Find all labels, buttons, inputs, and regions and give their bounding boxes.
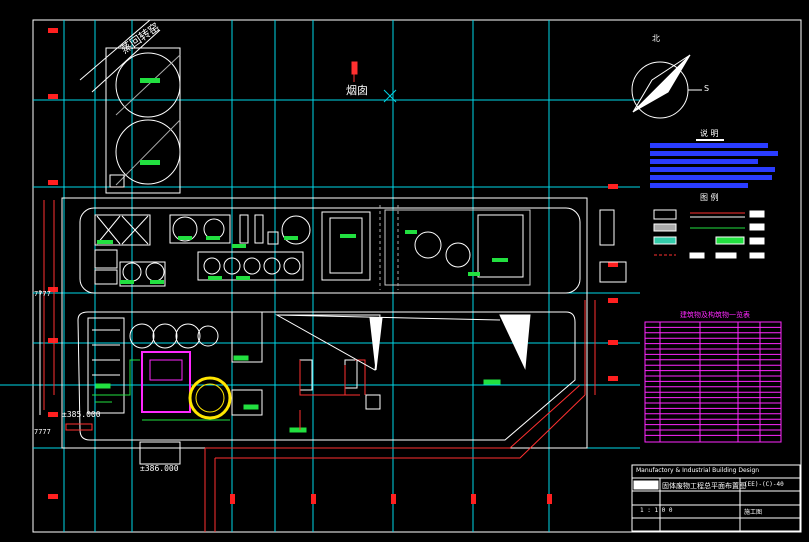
notes-title-underline [696,139,724,141]
axis-tag-bottom [547,494,552,504]
axis-tag-bottom [230,494,235,504]
title-block-header: Manufactory & Industrial Building Design [636,467,760,474]
axis-tag-right [608,262,618,267]
table-title: 建筑物及构筑物一览表 [680,311,750,319]
axis-tag-left [48,338,58,343]
process-area [87,311,381,465]
axis-tag-right [608,298,618,303]
inner-road-red [43,200,596,532]
tank-label-1 [140,78,160,83]
axis-tag-left [48,287,58,292]
east-label: S [704,84,710,93]
upper-green-tags [97,230,508,284]
dashed-lines [379,205,399,290]
plant-boundary [39,197,588,449]
legend-title: 图 例 [700,193,719,202]
axis-tag-left [48,494,58,499]
side-mark: 7777 [34,290,51,298]
yellow-tank [188,376,232,420]
rotary-kiln-building [105,47,181,194]
magenta-building [141,351,191,413]
axis-tags [48,28,618,504]
north-label: 北 [652,34,660,43]
axis-tag-right [608,376,618,381]
axis-tag-bottom [391,494,396,504]
kiln-access-road [79,19,161,93]
notes-title: 说 明 [700,129,719,138]
axis-tag-left [48,28,58,33]
axis-tag-right [608,340,618,345]
stockpile-wedges [275,314,531,371]
title-block [631,464,801,532]
process-green-lines [92,355,501,433]
building-table [644,321,782,443]
tank-label-2 [140,160,160,165]
drawing-frame [32,19,802,533]
phase-label: 施工图 [744,509,763,516]
axis-tag-bottom [311,494,316,504]
elevation-label-2: ±386.000 [140,464,179,473]
yellow-tank-inner [195,383,225,413]
scale-label: 1 : 1 0 0 [640,507,673,514]
axis-tag-left [48,412,58,417]
legend-block [653,209,765,259]
side-mark-2: 7777 [34,428,51,436]
north-arrow-icon [631,54,702,119]
red-pipes [65,359,366,431]
axis-tag-left [48,180,58,185]
project-name: 固体废物工程总平面布置图 [662,482,746,490]
cross-marker-icon [383,89,397,103]
gate-boxes [599,209,627,283]
notes-block [650,143,778,188]
drawing-number: (EE)-(C)-40 [744,481,784,488]
axis-tag-bottom [471,494,476,504]
chimney-label: 烟囱 [346,84,368,97]
axis-tag-left [48,94,58,99]
chimney-flag [351,61,358,82]
axis-tag-right [608,184,618,189]
axis-grid [0,20,640,532]
elevation-label-1: ±385.000 [62,410,101,419]
